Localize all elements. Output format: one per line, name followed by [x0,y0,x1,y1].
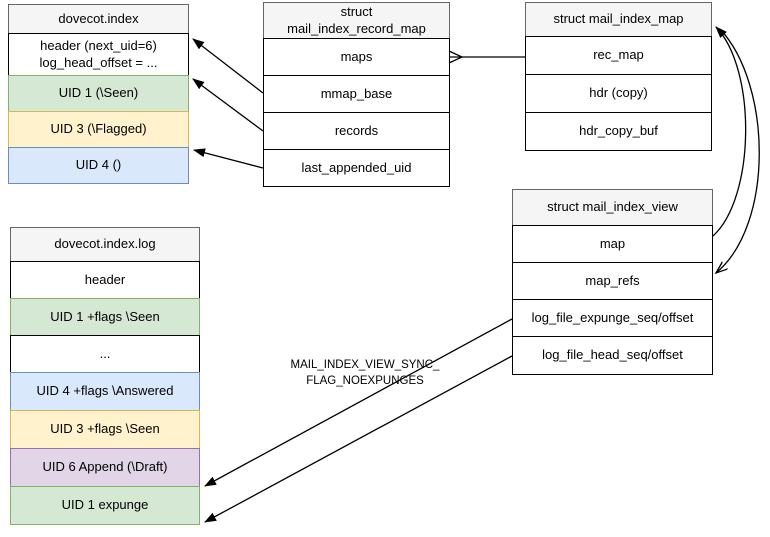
arrow-view-map-to-index-map [712,26,747,237]
sync-flag-label-line1: MAIL_INDEX_VIEW_SYNC_ [290,359,440,371]
row-index-uid4: UID 4 () [8,147,189,184]
row-index-header-line2: log_head_offset = ... [39,54,158,70]
open-arrowhead-maps [448,50,464,64]
box-mail-index-map: struct mail_index_map rec_map hdr (copy)… [525,2,712,151]
box-mail-index-view: struct mail_index_view map map_refs log_… [512,189,713,375]
box-title: dovecot.index [8,4,189,34]
row-rec-map: rec_map [525,36,712,75]
arrow-index-map-to-map-refs [716,28,760,273]
row-index-uid3: UID 3 (\Flagged) [8,111,189,148]
sync-flag-label-line2: FLAG_NOEXPUNGES [306,374,424,387]
box-title-line1: struct [340,4,373,20]
row-log-uid3-seen: UID 3 +flags \Seen [10,410,200,449]
row-log-file-expunge-seq: log_file_expunge_seq/offset [512,299,713,337]
row-log-uid6-append: UID 6 Append (\Draft) [10,448,200,487]
row-mmap-base: mmap_base [263,75,450,113]
row-hdr-copy-buf: hdr_copy_buf [525,112,712,151]
sync-flag-label: MAIL_INDEX_VIEW_SYNC_ FLAG_NOEXPUNGES [265,358,465,389]
box-title: struct mail_index_view [512,189,713,226]
row-log-ellipsis: ... [10,335,200,373]
row-log-file-head-seq: log_file_head_seq/offset [512,336,713,375]
box-title: struct mail_index_record_map [263,2,450,39]
box-title-line2: mail_index_record_map [287,20,426,36]
row-map-refs: map_refs [512,262,713,300]
box-title: dovecot.index.log [10,227,200,262]
row-log-uid1-seen: UID 1 +flags \Seen [10,298,200,336]
row-index-header-line1: header (next_uid=6) [40,38,157,54]
box-title: struct mail_index_map [525,2,712,37]
row-map: map [512,225,713,263]
arrow-mmap-base-to-index-header [192,38,264,94]
row-last-appended-uid: last_appended_uid [263,149,450,187]
box-mail-index-record-map: struct mail_index_record_map maps mmap_b… [263,2,450,187]
row-log-uid1-expunge: UID 1 expunge [10,486,200,525]
box-dovecot-index: dovecot.index header (next_uid=6) log_he… [8,4,189,184]
arrow-log-file-expunge-to-log [204,318,513,487]
row-records: records [263,112,450,150]
box-dovecot-index-log: dovecot.index.log header UID 1 +flags \S… [10,227,200,525]
row-hdr-copy: hdr (copy) [525,74,712,113]
row-index-header: header (next_uid=6) log_head_offset = ..… [8,33,189,76]
arrow-last-appended-uid-to-index-uid4 [193,148,264,169]
row-log-uid4-answered: UID 4 +flags \Answered [10,372,200,411]
row-log-header: header [10,261,200,299]
row-index-uid1: UID 1 (\Seen) [8,75,189,112]
row-maps: maps [263,38,450,76]
arrow-records-to-index-uid1 [192,78,264,132]
